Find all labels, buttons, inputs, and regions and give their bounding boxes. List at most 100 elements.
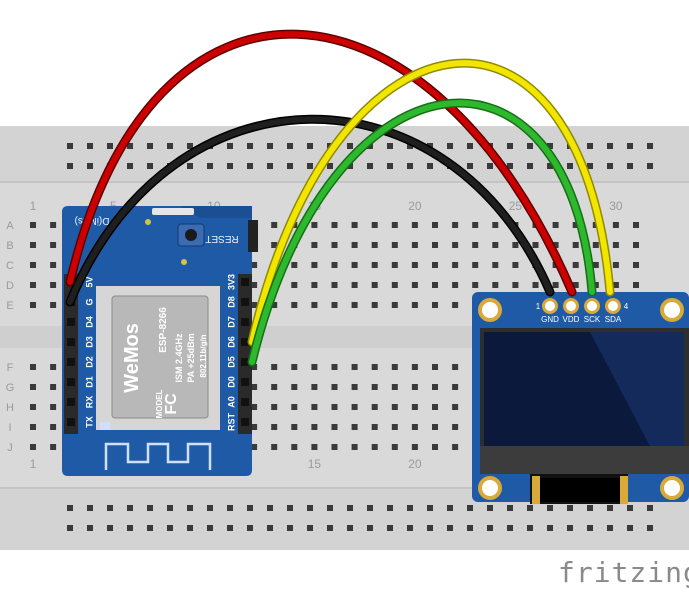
wemos-left-pin[interactable] (67, 358, 75, 366)
breadboard-hole[interactable] (391, 242, 398, 248)
breadboard-hole[interactable] (432, 364, 438, 370)
breadboard-hole[interactable] (492, 262, 499, 268)
breadboard-hole[interactable] (552, 222, 559, 228)
breadboard-hole[interactable] (472, 262, 479, 268)
power-rail-hole[interactable] (627, 163, 633, 169)
breadboard-hole[interactable] (371, 404, 378, 410)
power-rail-hole[interactable] (87, 525, 93, 531)
power-rail-hole[interactable] (247, 143, 253, 149)
power-rail-hole[interactable] (107, 525, 113, 531)
power-rail-hole[interactable] (367, 163, 373, 169)
breadboard-hole[interactable] (472, 242, 479, 248)
breadboard-hole[interactable] (432, 424, 438, 430)
power-rail-hole[interactable] (287, 163, 293, 169)
breadboard-hole[interactable] (271, 222, 278, 228)
breadboard-hole[interactable] (331, 444, 338, 450)
breadboard-hole[interactable] (351, 222, 358, 228)
breadboard-hole[interactable] (592, 262, 599, 268)
power-rail-hole[interactable] (407, 505, 413, 511)
power-rail-hole[interactable] (427, 525, 433, 531)
breadboard-hole[interactable] (331, 242, 338, 248)
breadboard-hole[interactable] (50, 282, 57, 288)
power-rail-hole[interactable] (327, 505, 333, 511)
power-rail-hole[interactable] (447, 143, 453, 149)
power-rail-hole[interactable] (387, 505, 393, 511)
power-rail-hole[interactable] (607, 163, 613, 169)
breadboard-hole[interactable] (331, 302, 338, 308)
breadboard-hole[interactable] (50, 384, 57, 390)
breadboard-hole[interactable] (30, 262, 36, 268)
power-rail-hole[interactable] (247, 163, 253, 169)
breadboard-hole[interactable] (351, 364, 358, 370)
power-rail-hole[interactable] (187, 143, 193, 149)
power-rail-hole[interactable] (107, 505, 113, 511)
breadboard-hole[interactable] (371, 364, 378, 370)
power-rail-hole[interactable] (487, 163, 493, 169)
power-rail-hole[interactable] (327, 525, 333, 531)
breadboard-hole[interactable] (311, 424, 318, 430)
breadboard-hole[interactable] (391, 302, 398, 308)
breadboard-hole[interactable] (351, 404, 358, 410)
breadboard-hole[interactable] (251, 302, 258, 308)
breadboard-hole[interactable] (492, 242, 499, 248)
oled-pin[interactable] (563, 298, 579, 314)
power-rail-hole[interactable] (487, 505, 493, 511)
breadboard-hole[interactable] (452, 222, 459, 228)
breadboard-hole[interactable] (30, 364, 36, 370)
power-rail-hole[interactable] (167, 143, 173, 149)
power-rail-hole[interactable] (567, 525, 573, 531)
breadboard-hole[interactable] (251, 384, 258, 390)
wemos-d1-mini-board[interactable]: D(iMos) RESET WeMos MODEL FC ESP-8266 IS… (62, 206, 258, 476)
breadboard-hole[interactable] (612, 222, 619, 228)
breadboard-hole[interactable] (391, 262, 398, 268)
power-rail-hole[interactable] (187, 505, 193, 511)
breadboard-hole[interactable] (30, 404, 36, 410)
power-rail-hole[interactable] (367, 525, 373, 531)
breadboard-hole[interactable] (371, 242, 378, 248)
breadboard-hole[interactable] (592, 242, 599, 248)
breadboard-hole[interactable] (351, 282, 358, 288)
power-rail-hole[interactable] (147, 525, 153, 531)
power-rail-hole[interactable] (327, 163, 333, 169)
breadboard-hole[interactable] (452, 384, 459, 390)
breadboard-hole[interactable] (311, 302, 318, 308)
breadboard-hole[interactable] (271, 384, 278, 390)
breadboard-hole[interactable] (452, 242, 459, 248)
breadboard-hole[interactable] (271, 364, 278, 370)
power-rail-hole[interactable] (507, 505, 513, 511)
power-rail-hole[interactable] (167, 505, 173, 511)
breadboard-hole[interactable] (271, 444, 278, 450)
breadboard-hole[interactable] (311, 262, 318, 268)
power-rail-hole[interactable] (387, 143, 393, 149)
power-rail-hole[interactable] (647, 505, 653, 511)
breadboard-hole[interactable] (633, 242, 639, 248)
breadboard-hole[interactable] (311, 444, 318, 450)
breadboard-hole[interactable] (30, 242, 36, 248)
breadboard-hole[interactable] (572, 222, 579, 228)
power-rail-hole[interactable] (67, 163, 73, 169)
breadboard-hole[interactable] (612, 282, 619, 288)
power-rail-hole[interactable] (347, 505, 353, 511)
breadboard-hole[interactable] (251, 282, 258, 288)
wemos-right-pin[interactable] (241, 338, 249, 346)
breadboard-hole[interactable] (311, 242, 318, 248)
breadboard-hole[interactable] (432, 404, 438, 410)
breadboard-hole[interactable] (251, 404, 258, 410)
power-rail-hole[interactable] (67, 525, 73, 531)
power-rail-hole[interactable] (107, 143, 113, 149)
oled-pin[interactable] (542, 298, 558, 314)
breadboard-hole[interactable] (50, 364, 57, 370)
breadboard-hole[interactable] (633, 222, 639, 228)
power-rail-hole[interactable] (267, 143, 273, 149)
breadboard-hole[interactable] (50, 242, 57, 248)
breadboard-hole[interactable] (30, 282, 36, 288)
breadboard-hole[interactable] (633, 262, 639, 268)
power-rail-hole[interactable] (227, 143, 233, 149)
breadboard-hole[interactable] (492, 282, 499, 288)
power-rail-hole[interactable] (347, 525, 353, 531)
power-rail-hole[interactable] (547, 143, 553, 149)
power-rail-hole[interactable] (87, 143, 93, 149)
power-rail-hole[interactable] (527, 525, 533, 531)
power-rail-hole[interactable] (607, 525, 613, 531)
